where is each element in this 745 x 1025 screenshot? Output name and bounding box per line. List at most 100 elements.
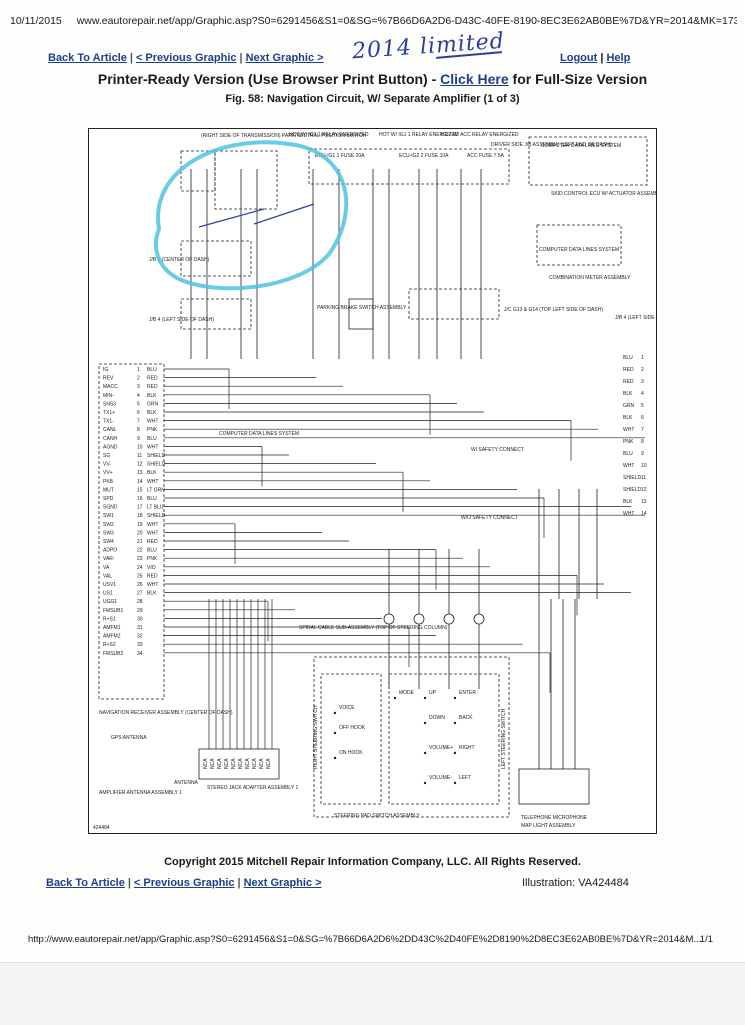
right-label-skid-ecu: SKID CONTROL ECU W/ ACTUATOR ASSEMBLY (L… bbox=[551, 191, 656, 197]
next-graphic-link-bottom[interactable]: Next Graphic > bbox=[243, 877, 322, 889]
receiver-pin-label: VV- bbox=[103, 462, 111, 468]
handwritten-note: 2014 limited bbox=[351, 28, 506, 65]
wiring-diagram-svg: (RIGHT SIDE OF TRANSMISSION) PARK/NEUTRA… bbox=[93, 132, 656, 831]
left-steering-switch-box bbox=[388, 673, 500, 805]
fuse-label-3: ACC FUSE 7.5A bbox=[467, 153, 505, 159]
switch-contact bbox=[423, 781, 427, 785]
nav-separator: | bbox=[237, 877, 241, 889]
receiver-pin-number: 31 bbox=[137, 625, 143, 631]
wire-color-label: LT GRN bbox=[147, 487, 165, 493]
receiver-pin-number: 33 bbox=[137, 642, 143, 648]
fuse-label-1: ECU-IG1 1 FUSE 20A bbox=[315, 153, 365, 159]
receiver-pin-number: 21 bbox=[137, 539, 143, 545]
computer-data-block bbox=[528, 136, 648, 186]
switch-label: BACK bbox=[459, 715, 473, 721]
receiver-pin-label: TX1+ bbox=[103, 410, 115, 416]
receiver-pin-label: MACC bbox=[103, 384, 118, 390]
switch-contact bbox=[333, 711, 337, 715]
receiver-pin-label: SW1 bbox=[103, 513, 114, 519]
telephone-microphone-box bbox=[518, 768, 590, 805]
nav-separator: | bbox=[127, 877, 131, 889]
receiver-pin-label: MIN- bbox=[103, 393, 114, 399]
wire-color-label: WHT bbox=[147, 530, 158, 536]
copyright: Copyright 2015 Mitchell Repair Informati… bbox=[164, 856, 581, 868]
printed-page: 10/11/2015 www.eautorepair.net/app/Graph… bbox=[10, 15, 737, 945]
receiver-pin-label: AGND bbox=[103, 444, 118, 450]
receiver-pin-number: 25 bbox=[137, 573, 143, 579]
w-safety-connect-label: W/ SAFETY CONNECT bbox=[471, 447, 524, 453]
jb4-label: J/B 4 (LEFT SIDE OF DASH) bbox=[149, 317, 214, 323]
full-size-link[interactable]: Click Here bbox=[440, 71, 509, 87]
receiver-pin-number: 23 bbox=[137, 556, 143, 562]
wire-color-label: BLU bbox=[147, 548, 157, 554]
right-steering-switch-label: RIGHT STEERING SWITCH bbox=[313, 705, 319, 769]
receiver-pin-label: VAL bbox=[103, 573, 112, 579]
nav-separator: | bbox=[597, 52, 607, 64]
receiver-pin-label: MUT bbox=[103, 487, 114, 493]
gps-antenna-label: GPS ANTENNA bbox=[111, 735, 147, 741]
next-graphic-link[interactable]: Next Graphic > bbox=[245, 52, 324, 64]
steering-pad-label: STEERING PAD SWITCH ASSEMBLY bbox=[334, 813, 420, 819]
switch-contact bbox=[423, 721, 427, 725]
switch-label: VOICE bbox=[339, 705, 355, 711]
switch-contact bbox=[333, 731, 337, 735]
wire-color-label: BLU bbox=[147, 496, 157, 502]
right-label-jb4: J/B 4 (LEFT SIDE OF DASH) bbox=[615, 315, 656, 321]
receiver-pin-number: 26 bbox=[137, 582, 143, 588]
top-label-ig1-b: HOT W/ IG1 1 RELAY ENERGIZED bbox=[379, 132, 459, 138]
wo-safety-connect-label: W/O SAFETY CONNECT bbox=[461, 515, 518, 521]
right-wire-color: BLK bbox=[623, 415, 633, 421]
receiver-pin-label: AMFM1 bbox=[103, 625, 121, 631]
receiver-pin-label: IG bbox=[103, 367, 108, 373]
right-wire-color: BLK bbox=[623, 391, 633, 397]
receiver-pin-label: VA bbox=[103, 565, 110, 571]
receiver-pin-label: SW4 bbox=[103, 539, 114, 545]
receiver-pin-label: SNS3 bbox=[103, 401, 116, 407]
receiver-pin-number: 3 bbox=[137, 384, 140, 390]
map-light-label: MAP LIGHT ASSEMBLY bbox=[521, 823, 576, 829]
right-wire-color: WHT bbox=[623, 511, 634, 517]
parking-brake-label: PARKING BRAKE SWITCH ASSEMBLY bbox=[317, 305, 407, 311]
wire-color-label: RED bbox=[147, 384, 158, 390]
switch-label: ENTER bbox=[459, 690, 476, 696]
jb5-label: J/B 5 (CENTER OF DASH) bbox=[149, 257, 210, 263]
right-wire-color: GRN bbox=[623, 403, 635, 409]
computer-data-label: COMPUTER DATA LINES SYSTEM bbox=[219, 431, 299, 437]
switch-label: LEFT bbox=[459, 775, 471, 781]
nca-label: NCA bbox=[224, 758, 230, 769]
help-link[interactable]: Help bbox=[606, 52, 631, 64]
receiver-pin-number: 22 bbox=[137, 548, 143, 554]
switch-label: UP bbox=[429, 690, 437, 696]
receiver-pin-label: PKB bbox=[103, 479, 114, 485]
wire-color-label: SHIELD bbox=[147, 513, 165, 519]
right-wire-color: WHT bbox=[623, 427, 634, 433]
previous-graphic-link[interactable]: < Previous Graphic bbox=[135, 52, 237, 64]
receiver-pin-number: 15 bbox=[137, 487, 143, 493]
printer-prefix: Printer-Ready Version (Use Browser Print… bbox=[97, 71, 441, 87]
wire-color-label: PNK bbox=[147, 556, 158, 562]
switch-contact bbox=[453, 751, 457, 755]
nca-label: NCA bbox=[259, 758, 265, 769]
wire-color-label: VIO bbox=[147, 565, 156, 571]
nav-separator: | bbox=[239, 52, 243, 64]
wire-color-label: BLK bbox=[147, 393, 157, 399]
wire-color-label: WHT bbox=[147, 419, 158, 425]
nca-label: NCA bbox=[266, 758, 272, 769]
receiver-pin-number: 8 bbox=[137, 427, 140, 433]
right-pin-number: 1 bbox=[641, 355, 644, 361]
previous-graphic-link-bottom[interactable]: < Previous Graphic bbox=[133, 877, 235, 889]
stereo-jack-label: STEREO JACK ADAPTER ASSEMBLY 1 bbox=[207, 785, 298, 791]
receiver-pin-number: 4 bbox=[137, 393, 140, 399]
logout-link[interactable]: Logout bbox=[560, 52, 598, 64]
receiver-pin-number: 18 bbox=[137, 513, 143, 519]
switch-contact bbox=[423, 751, 427, 755]
receiver-pin-number: 10 bbox=[137, 444, 143, 450]
switch-contact bbox=[393, 696, 397, 700]
steering-pad-switch-assembly bbox=[313, 656, 510, 818]
back-to-article-link-bottom[interactable]: Back To Article bbox=[46, 877, 125, 889]
right-steering-switch-box bbox=[320, 673, 382, 805]
page-bottom-margin bbox=[0, 962, 745, 1025]
receiver-pin-label: AMFM2 bbox=[103, 634, 121, 640]
receiver-pin-label: CANH bbox=[103, 436, 118, 442]
back-to-article-link[interactable]: Back To Article bbox=[48, 52, 127, 64]
